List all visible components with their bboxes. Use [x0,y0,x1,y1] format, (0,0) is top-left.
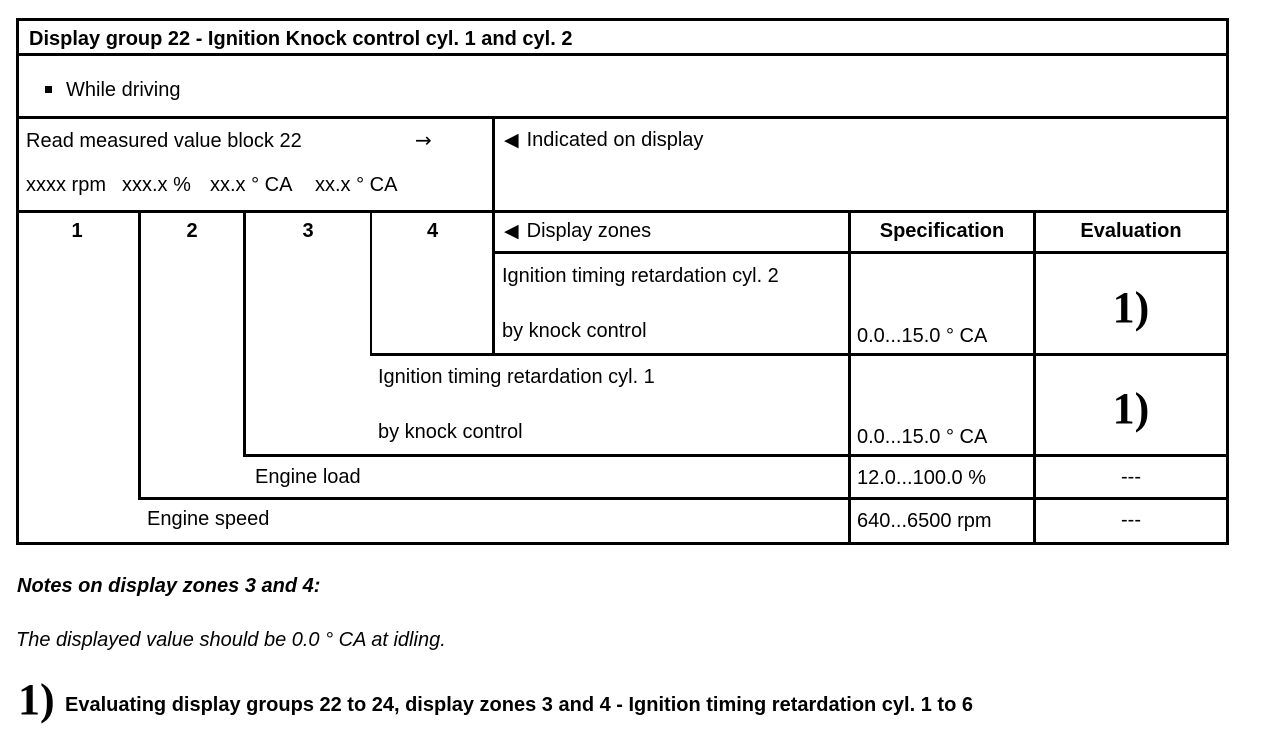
divider-eval-left [1033,210,1036,545]
divider-title-bottom [16,53,1229,56]
row-speed-specification: 640...6500 rpm [857,510,992,532]
indicated-on-display-label: Indicated on display [526,129,704,151]
display-zones-header: ◀ Display zones [504,220,651,243]
bullet-icon [45,86,52,93]
condition-label: While driving [66,79,181,101]
row-cyl1-specification: 0.0...15.0 ° CA [857,426,988,448]
row-cyl1-label-line1: Ignition timing retardation cyl. 1 [378,366,655,388]
display-format-ca-1: xx.x ° CA [210,174,293,196]
left-triangle-icon: ◀ [504,220,519,242]
display-zones-label: Display zones [526,220,652,242]
divider-condition-bottom [16,116,1229,119]
row-cyl1-label-line2: by knock control [378,421,523,443]
divider-zone3-4 [370,210,372,356]
divider-readblock-bottom [16,210,1229,213]
right-arrow-icon: → [415,128,432,152]
row-cyl1-evaluation-footnote-ref: 1) [1112,384,1150,433]
table-title: Display group 22 - Ignition Knock contro… [29,28,573,50]
row-cyl2-label-line1: Ignition timing retardation cyl. 2 [502,265,779,287]
row-cyl2-evaluation-footnote-ref: 1) [1112,283,1150,332]
evaluation-header: Evaluation [1080,220,1182,242]
zone-number-3: 3 [302,220,314,242]
display-format-rpm: xxxx rpm [26,174,106,196]
row-cyl2-label-line2: by knock control [502,320,647,342]
row-speed-label: Engine speed [147,508,270,530]
row-load-label: Engine load [255,466,361,488]
footnote-text: Evaluating display groups 22 to 24, disp… [65,694,973,716]
divider-spec-left [848,210,851,545]
display-format-load: xxx.x % [122,174,191,196]
border-outer-bottom [16,542,1229,545]
border-outer-right [1226,18,1229,545]
divider-zone1-2 [138,210,141,500]
display-format-ca-2: xx.x ° CA [315,174,398,196]
divider-row-cyl2-bottom [370,353,1229,356]
border-outer-top [16,18,1229,21]
notes-heading: Notes on display zones 3 and 4: [17,575,321,597]
specification-header: Specification [879,220,1005,242]
zone-number-2: 2 [186,220,198,242]
divider-header-row-bottom [494,251,1229,254]
divider-row-cyl1-bottom [243,454,1229,457]
divider-row-load-bottom [138,497,1229,500]
zone-number-4: 4 [426,220,439,242]
divider-readblock-vertical [492,116,495,356]
indicated-on-display: ◀ Indicated on display [504,129,703,152]
notes-body: The displayed value should be 0.0 ° CA a… [16,629,446,651]
divider-zone2-3 [243,210,246,457]
footnote-marker: 1) [18,675,55,724]
row-load-specification: 12.0...100.0 % [857,467,986,489]
border-outer-left [16,18,19,545]
row-speed-evaluation: --- [1121,509,1141,531]
read-block-label: Read measured value block 22 [26,130,302,152]
zone-number-1: 1 [71,220,83,242]
row-load-evaluation: --- [1121,466,1141,488]
left-triangle-icon: ◀ [504,129,519,151]
row-cyl2-specification: 0.0...15.0 ° CA [857,325,988,347]
